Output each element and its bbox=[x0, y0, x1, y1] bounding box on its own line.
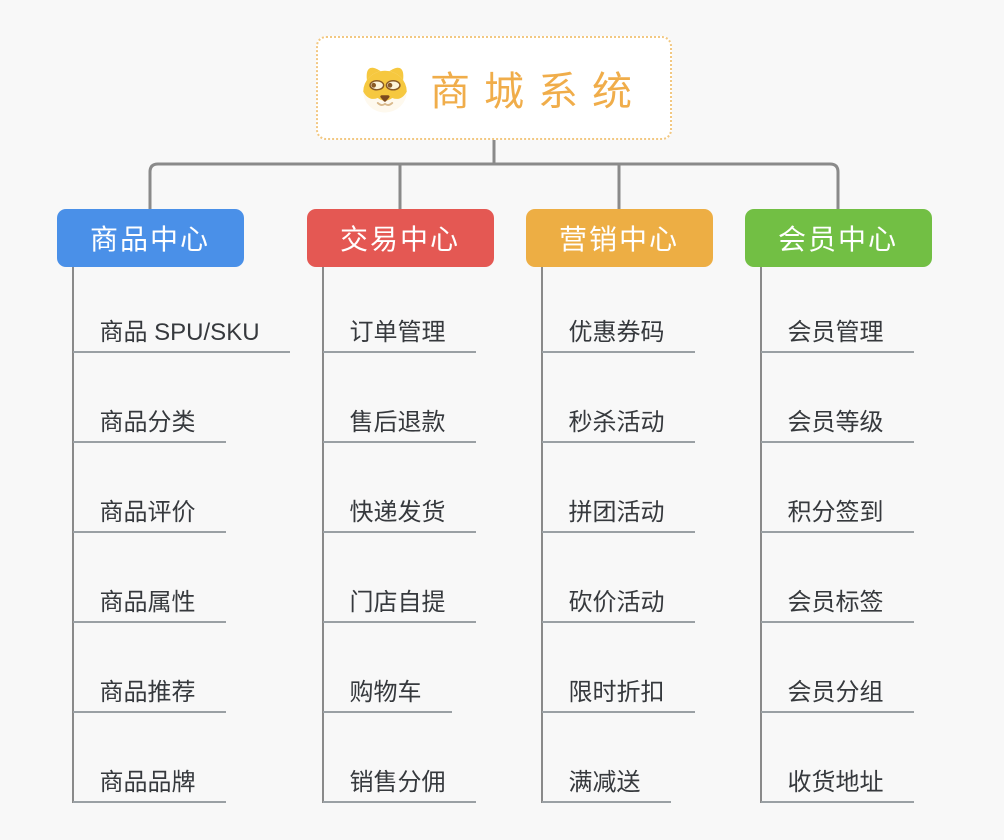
leaf-topic[interactable]: 门店自提 bbox=[322, 588, 476, 623]
leaf-topic[interactable]: 售后退款 bbox=[322, 408, 476, 443]
leaf-topic[interactable]: 商品分类 bbox=[72, 408, 226, 443]
branch-label: 会员中心 bbox=[777, 224, 898, 255]
branch-spine-line bbox=[759, 267, 762, 803]
leaf-topic[interactable]: 商品 SPU/SKU bbox=[72, 318, 290, 353]
leaf-topic[interactable]: 会员分组 bbox=[760, 678, 914, 713]
branch-node-0[interactable]: 商品中心 bbox=[56, 209, 244, 267]
leaf-topic[interactable]: 满减送 bbox=[541, 768, 671, 803]
leaf-topic[interactable]: 销售分佣 bbox=[322, 768, 476, 803]
branch-spine-line bbox=[540, 267, 543, 803]
leaf-topic[interactable]: 会员标签 bbox=[760, 588, 914, 623]
leaf-topic[interactable]: 积分签到 bbox=[760, 498, 914, 533]
leaf-topic[interactable]: 优惠券码 bbox=[541, 318, 695, 353]
leaf-topic[interactable]: 商品属性 bbox=[72, 588, 226, 623]
leaf-topic[interactable]: 会员等级 bbox=[760, 408, 914, 443]
dog-face-icon bbox=[356, 60, 414, 116]
branch-spine-line bbox=[71, 267, 74, 803]
leaf-topic[interactable]: 秒杀活动 bbox=[541, 408, 695, 443]
leaf-topic[interactable]: 收货地址 bbox=[760, 768, 914, 803]
branch-label: 商品中心 bbox=[89, 224, 210, 255]
branch-node-1[interactable]: 交易中心 bbox=[306, 209, 494, 267]
branch-node-3[interactable]: 会员中心 bbox=[744, 209, 932, 267]
leaf-topic[interactable]: 拼团活动 bbox=[541, 498, 695, 533]
leaf-topic[interactable]: 限时折扣 bbox=[541, 678, 695, 713]
root-title: 商城系统 bbox=[430, 70, 646, 114]
leaf-topic[interactable]: 商品品牌 bbox=[72, 768, 226, 803]
leaf-topic[interactable]: 订单管理 bbox=[322, 318, 476, 353]
root-node-mall-system[interactable]: 商城系统 bbox=[316, 36, 672, 140]
branch-spine-line bbox=[321, 267, 324, 803]
leaf-topic[interactable]: 会员管理 bbox=[760, 318, 914, 353]
leaf-topic[interactable]: 砍价活动 bbox=[541, 588, 695, 623]
leaf-topic[interactable]: 购物车 bbox=[322, 678, 452, 713]
branch-label: 交易中心 bbox=[339, 224, 460, 255]
branch-node-2[interactable]: 营销中心 bbox=[525, 209, 713, 267]
branch-label: 营销中心 bbox=[558, 224, 679, 255]
leaf-topic[interactable]: 商品评价 bbox=[72, 498, 226, 533]
leaf-topic[interactable]: 快递发货 bbox=[322, 498, 476, 533]
leaf-topic[interactable]: 商品推荐 bbox=[72, 678, 226, 713]
